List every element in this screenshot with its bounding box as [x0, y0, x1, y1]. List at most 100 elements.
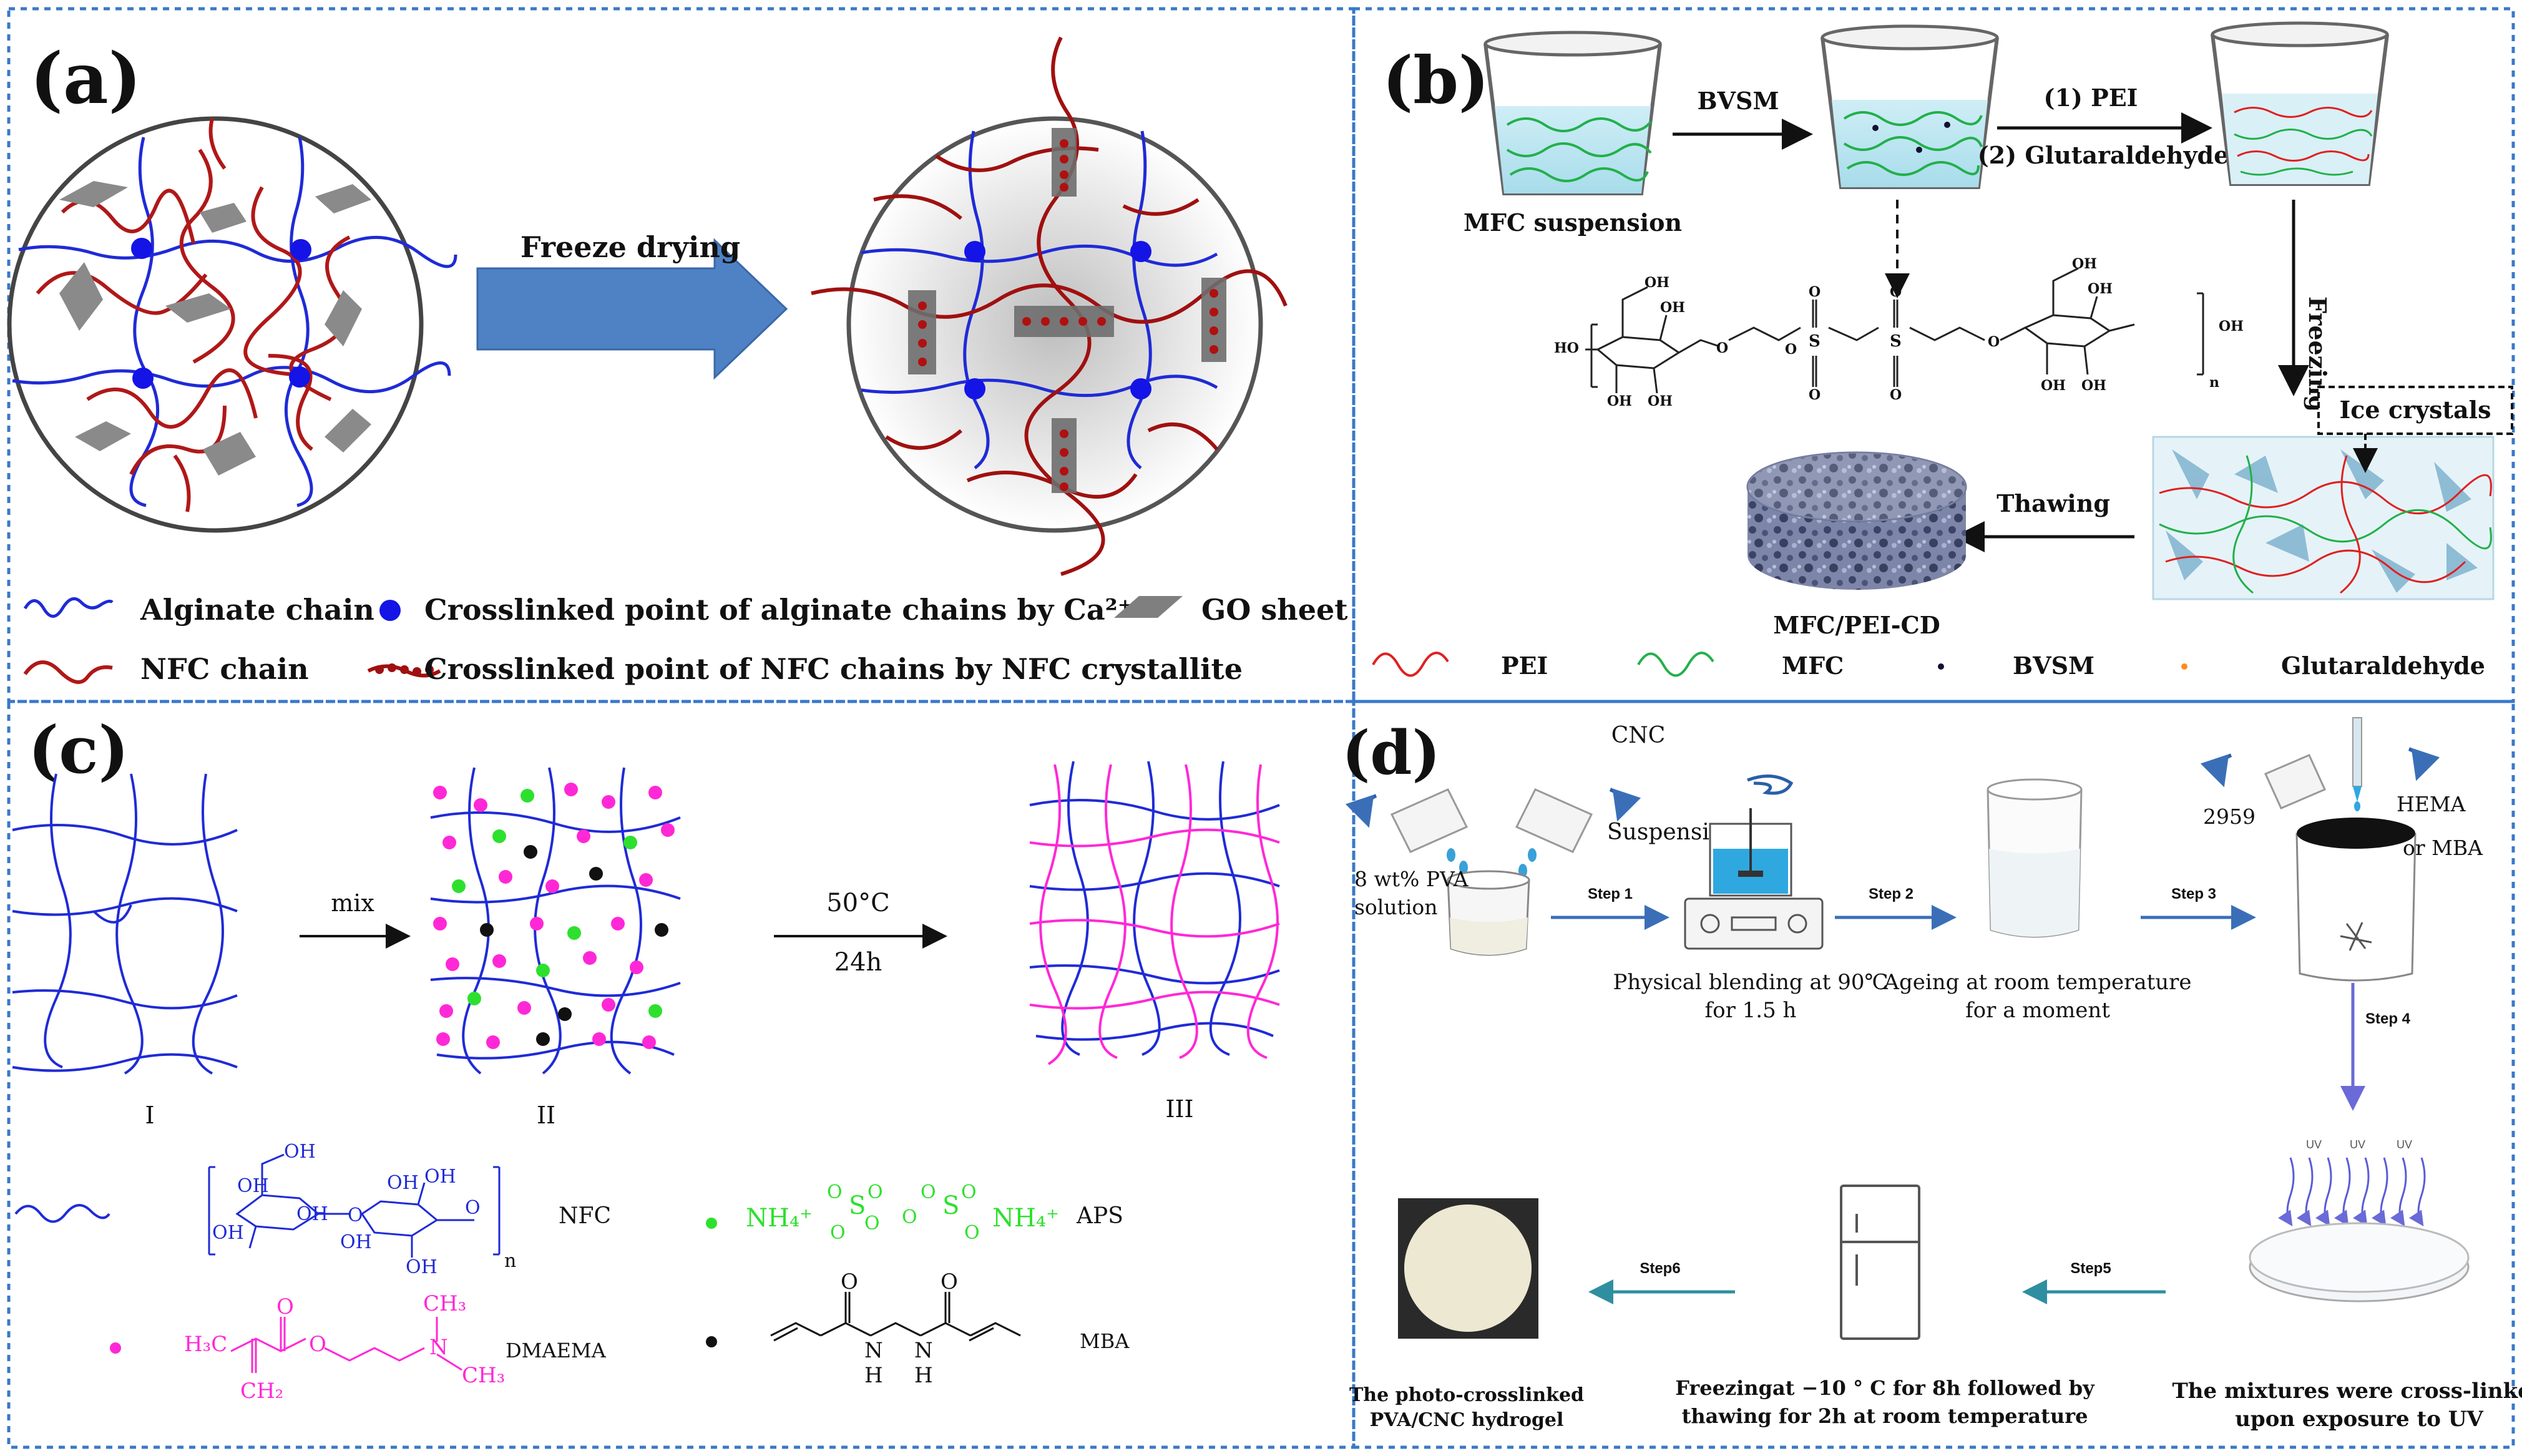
blend-label-2: for 1.5 h [1705, 998, 1797, 1023]
svg-text:NH₄⁺: NH₄⁺ [746, 1204, 813, 1233]
legend-mfc: MFC [1782, 652, 1844, 680]
reagent-dot [655, 923, 668, 937]
panel-c-border [7, 700, 1356, 1449]
svg-text:O: O [1809, 387, 1821, 403]
blend-label-1: Physical blending at 90℃ [1613, 970, 1888, 995]
reagent-dots [433, 783, 675, 1049]
svg-text:OH: OH [296, 1203, 328, 1225]
freeze-label-2: thawing for 2h at room temperature [1682, 1404, 2088, 1428]
reagent-dot [611, 917, 625, 931]
svg-text:OH: OH [2088, 281, 2113, 297]
mba-structure [770, 1292, 1021, 1342]
ca-crosslink-points-dried [964, 241, 1151, 399]
svg-text:S: S [1809, 332, 1821, 351]
pva-label-2: solution [1354, 895, 1438, 919]
panel-c-label: (c) [28, 711, 129, 788]
hydrogel-label-1: The photo-crosslinked [1349, 1384, 1584, 1406]
svg-text:O: O [1716, 340, 1728, 356]
svg-text:O: O [961, 1181, 977, 1203]
panel-borders [7, 7, 2515, 1449]
reagent-dot [648, 786, 662, 799]
reagent-dot [436, 1032, 450, 1046]
alginate-chains [12, 137, 457, 507]
alginate-chains-dried [861, 130, 1218, 469]
nfc-crosslink-beads [918, 139, 1218, 491]
bvsm-crosslinked-cellulose-structure [1585, 267, 2204, 394]
svg-text:OH: OH [2041, 378, 2066, 394]
reagent-dot [474, 798, 487, 812]
mba-dot-swatch [706, 1336, 717, 1347]
pei-step-label: (1) PEI [2044, 84, 2138, 112]
bvsm-swatch [1938, 663, 1944, 670]
svg-text:H: H [914, 1363, 933, 1388]
panel-a-border [7, 7, 1356, 703]
svg-text:O: O [864, 1213, 880, 1234]
mba-label-d: or MBA [2403, 836, 2483, 860]
nfc-chain-swatch-c [14, 1204, 110, 1223]
reagent-dot [577, 829, 590, 843]
svg-text:OH: OH [2219, 318, 2244, 335]
chem-labels-dmaema: H₃C O O CH₂ N CH₃ CH₃ [184, 1291, 505, 1404]
reagent-dot [524, 845, 537, 859]
legend-nfc-chain: NFC chain [140, 652, 309, 686]
reagent-dot [480, 923, 494, 937]
pei-swatch [1372, 652, 1449, 677]
reagent-dot [639, 873, 653, 887]
time-label: 24h [834, 948, 882, 977]
reagent-dot [521, 789, 534, 803]
reagent-dot [545, 879, 559, 893]
ca-crosslink-points [131, 238, 311, 389]
svg-text:O: O [841, 1269, 858, 1294]
uv-label-3: UV [2397, 1138, 2412, 1151]
svg-text:S: S [1890, 332, 1902, 351]
hydrogel-photo [1398, 1198, 1538, 1339]
legend-bvsm: BVSM [2013, 652, 2094, 680]
network-I [12, 773, 238, 1075]
stage-III-label: III [1165, 1095, 1193, 1123]
reagent-dot [558, 1007, 572, 1021]
cross-label-2: upon exposure to UV [2235, 1407, 2483, 1432]
freezer [1840, 1185, 1920, 1340]
panel-b-border [1352, 7, 2515, 703]
hotplate-stirrer [1684, 774, 1824, 950]
panel-a-legend: Alginate chain Crosslinked point of algi… [23, 593, 1348, 686]
uv-petri-dish: UV UV UV [2249, 1138, 2470, 1302]
svg-text:H: H [864, 1363, 883, 1388]
mfc-pei-cd-cryogel [1746, 451, 1967, 590]
network-III [1029, 761, 1280, 1065]
svg-text:O: O [1988, 334, 2000, 350]
pva-label-1: 8 wt% PVA [1354, 867, 1469, 891]
svg-text:N: N [429, 1335, 448, 1360]
chem-labels-mba: O O N H N H [841, 1269, 958, 1388]
svg-text:O: O [941, 1269, 958, 1294]
svg-text:O: O [348, 1204, 363, 1226]
reagent-dot [648, 1004, 662, 1018]
svg-text:OH: OH [340, 1231, 372, 1253]
go-sheets [59, 181, 371, 476]
product-label: MFC/PEI-CD [1773, 611, 1940, 639]
age-label-2: for a moment [1965, 998, 2110, 1023]
step2-label: Step 2 [1869, 886, 1913, 902]
panel-b-legend: PEI MFC BVSM Glutaraldehyde [1372, 652, 2485, 680]
go-sheet-swatch [1114, 596, 1183, 618]
mfc-suspension-label: MFC suspension [1464, 208, 1682, 237]
chem-labels-b: OH OH HO O O OH OH S O O S O O O OH OH O… [1554, 256, 2244, 409]
reagent-dot [452, 879, 466, 893]
reagent-dot [536, 964, 550, 977]
bvsm-label: BVSM [1697, 87, 1779, 115]
ageing-beaker [1987, 778, 2083, 938]
reagent-dot [602, 998, 615, 1012]
svg-text:OH: OH [237, 1175, 269, 1197]
svg-text:OH: OH [1648, 393, 1673, 409]
reagent-dot [630, 960, 643, 974]
reagent-dot [486, 1035, 500, 1049]
legend-pei: PEI [1501, 652, 1548, 680]
cnc-label: CNC [1611, 723, 1666, 748]
legend-mba-c: MBA [1080, 1329, 1130, 1353]
svg-text:CH₃: CH₃ [462, 1363, 505, 1388]
legend-nfc-c: NFC [559, 1203, 611, 1229]
step1-label: Step 1 [1588, 886, 1633, 902]
legend-dmaema: DMAEMA [506, 1339, 607, 1362]
svg-text:OH: OH [212, 1222, 244, 1244]
glut-swatch [2181, 663, 2187, 670]
